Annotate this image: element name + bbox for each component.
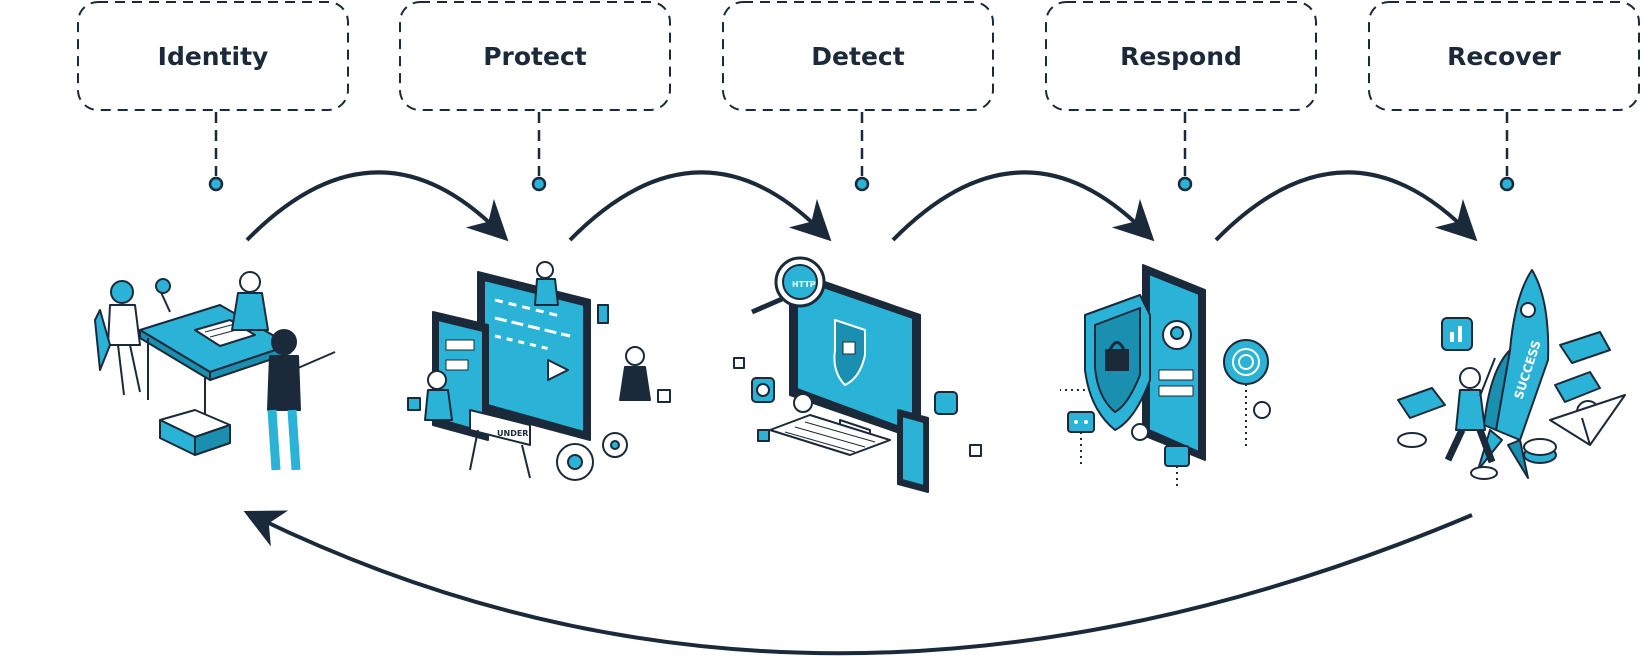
stage-label-protect: Protect (483, 42, 587, 71)
stage-box-protect: Protect (399, 1, 671, 111)
connector-respond (1177, 112, 1193, 192)
team-planning-office-illustration (94, 271, 336, 471)
arrow-recover-to-identity (243, 510, 1473, 656)
stage-label-recover: Recover (1447, 42, 1561, 71)
connector-protect (531, 112, 547, 192)
arrow-identity-to-protect (245, 170, 509, 242)
roadblock-text: UNDER (497, 429, 528, 438)
stage-label-identity: Identity (158, 42, 269, 71)
stage-box-recover: Recover (1368, 1, 1640, 111)
connector-detect (854, 112, 870, 192)
monitor-http-text: HTTP (792, 280, 816, 289)
connector-recover (1499, 112, 1515, 192)
shield-phone-fingerprint-illustration (1060, 264, 1271, 490)
success-rocket-launch-illustration: SUCCESS (1397, 269, 1626, 480)
arrow-protect-to-detect (568, 170, 832, 242)
magnifier-search-computer-illustration: HTTP (733, 256, 982, 493)
roadblock-sign: UNDER (469, 409, 531, 479)
arrow-detect-to-respond (891, 170, 1155, 242)
stage-box-detect: Detect (722, 1, 994, 111)
connector-identity (208, 112, 224, 192)
arrow-respond-to-recover (1214, 170, 1478, 242)
stage-box-identity: Identity (77, 1, 349, 111)
stage-label-detect: Detect (811, 42, 904, 71)
stage-box-respond: Respond (1045, 1, 1317, 111)
stage-label-respond: Respond (1120, 42, 1242, 71)
secured-monitor-construction-illustration: UNDER (407, 261, 671, 481)
